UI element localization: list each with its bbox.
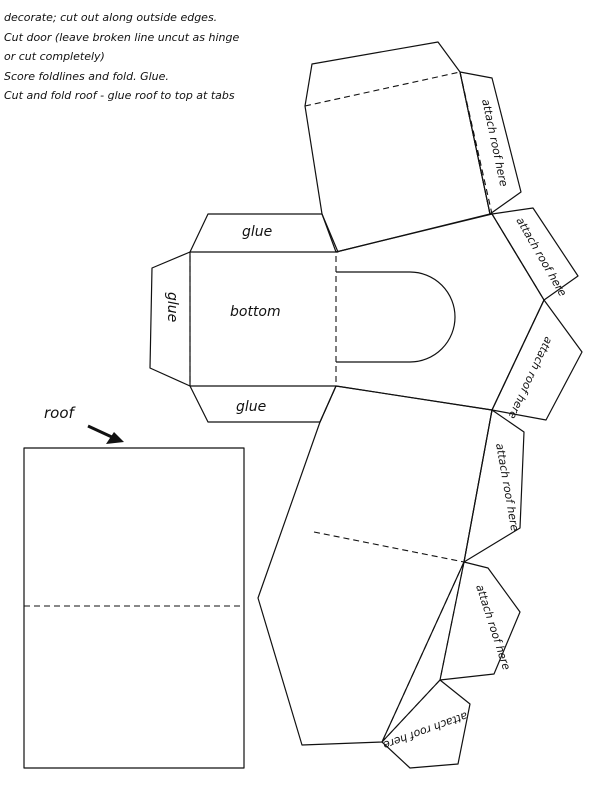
attach-tab-fold-6 — [381, 679, 441, 743]
attach-tab-2 — [491, 207, 579, 301]
attach-tab-fold-1 — [459, 71, 491, 215]
door-cut — [336, 271, 456, 363]
bottom-panel — [189, 251, 337, 387]
fold-wall-bottom-3 — [381, 561, 465, 743]
wall-top — [304, 41, 491, 253]
fold-wall-bottom-2 — [313, 531, 465, 563]
glue-label-bottom: glue — [236, 399, 266, 415]
instruction-line: decorate; cut out along outside edges. — [4, 11, 218, 24]
attach-tab-4 — [463, 409, 525, 563]
instruction-line: Cut door (leave broken line uncut as hin… — [4, 30, 240, 44]
wall-bottom — [257, 385, 493, 746]
instruction-line: Score foldlines and fold. Glue. — [4, 69, 169, 83]
roof-assembly: roof — [23, 404, 245, 769]
attach-label-2: attach roof here — [513, 215, 569, 299]
glue-label-top: glue — [242, 224, 272, 240]
fold-wall-bottom-1 — [319, 385, 337, 423]
attach-tab-fold-5 — [439, 561, 465, 681]
bottom-label: bottom — [230, 304, 281, 320]
roof-panel — [23, 447, 245, 769]
fold-glue-top — [304, 71, 461, 107]
attach-tab-fold-3 — [491, 299, 545, 411]
attach-label-1: attach roof here — [479, 98, 510, 188]
attach-tab-fold-2 — [491, 213, 545, 301]
attach-tab-fold-4 — [463, 409, 493, 563]
glue-label-left: glue — [164, 292, 180, 322]
attach-label-5: attach roof here — [473, 583, 513, 672]
bottom-assembly: glue glue glue bottom — [149, 213, 339, 423]
attach-label-3: attach roof here — [506, 335, 555, 421]
attach-roof-tabs: attach roof here attach roof here attach… — [381, 71, 583, 769]
instruction-line: Cut and fold roof - glue roof to top at … — [4, 89, 235, 102]
wall-front-edge — [335, 213, 545, 411]
roof-label: roof — [44, 404, 77, 422]
instruction-line: or cut completely) — [4, 50, 105, 63]
arrow-down-right-icon — [87, 424, 124, 444]
instructions: decorate; cut out along outside edges. C… — [4, 8, 239, 106]
attach-tab-1 — [459, 71, 522, 215]
attach-label-4: attach roof here — [493, 442, 521, 532]
